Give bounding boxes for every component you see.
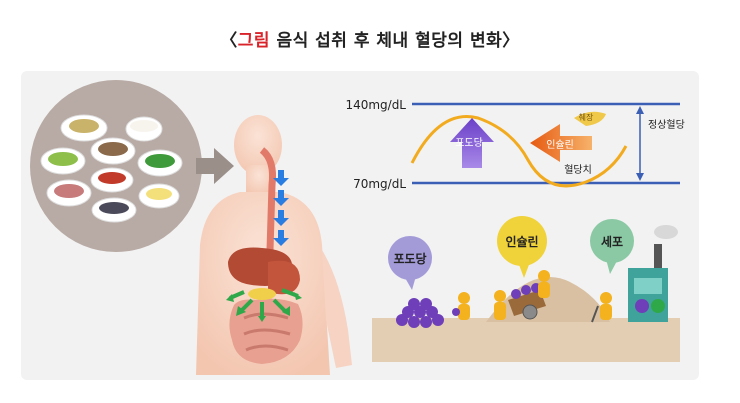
absorption-arrowheads [226, 292, 302, 322]
glucose-bubble-label: 포도당 [393, 251, 426, 266]
figure-title: 〈그림 음식 섭취 후 체내 혈당의 변화〉 [0, 26, 740, 51]
worker-figure [538, 270, 550, 298]
food-dish [137, 149, 183, 177]
worker-figure [494, 290, 506, 320]
title-highlight: 그림 [237, 31, 271, 51]
food-dish [90, 137, 136, 165]
insulin-arrow-label: 인슐린 [546, 139, 574, 151]
food-plate-group [30, 80, 202, 252]
pancreas [248, 288, 276, 300]
worker-figure [452, 292, 470, 320]
lower-limit-label: 70mg/dL [353, 177, 406, 191]
title-bracket-left: 〈 [220, 31, 238, 51]
title-bracket-right: 〉 [502, 31, 520, 51]
blood-sugar-label: 혈당치 [564, 163, 592, 176]
upper-limit-label: 140mg/dL [345, 98, 406, 112]
insulin-left-arrow: 인슐린 [530, 124, 592, 162]
pancreas-label: 췌장 [579, 112, 594, 122]
cell-bubble-label: 세포 [601, 234, 623, 249]
cell-factory [628, 225, 678, 322]
rice-bowl [125, 116, 163, 142]
food-dish [138, 183, 180, 209]
cell-bubble: 세포 [590, 219, 634, 274]
eating-arrow [196, 148, 234, 184]
worker-figure [591, 292, 612, 323]
digestive-system [228, 147, 303, 364]
glucose-pile [396, 298, 444, 328]
stomach [268, 260, 300, 295]
glucose-arrow-label: 포도당 [455, 137, 483, 149]
blood-glucose-chart: 140mg/dL 70mg/dL 정상혈당 포도당 인슐린 췌장 혈당치 [345, 98, 684, 191]
glucose-up-arrow: 포도당 [450, 118, 494, 168]
food-dish [46, 179, 92, 207]
food-flow-arrows [273, 170, 289, 246]
normal-range-label: 정상혈당 [648, 118, 685, 131]
insulin-bubble: 인슐린 [497, 216, 547, 278]
cell-scene: 포도당 인슐린 세포 [372, 216, 680, 362]
insulin-bubble-label: 인슐린 [505, 234, 538, 249]
glucose-curve [410, 115, 628, 188]
food-dish [90, 167, 134, 193]
title-main: 음식 섭취 후 체내 혈당의 변화 [270, 31, 503, 51]
pancreas-icon [574, 111, 606, 126]
esophagus [259, 147, 276, 251]
food-dish [40, 147, 86, 175]
glucose-bubble: 포도당 [388, 236, 432, 290]
food-dish [60, 114, 108, 142]
food-dish [91, 197, 137, 223]
